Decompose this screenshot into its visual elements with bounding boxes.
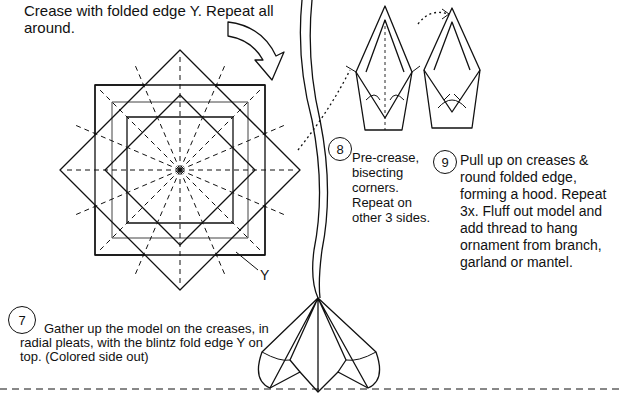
step-number-circle: 9: [433, 150, 457, 174]
instruction-note: Gather up the model on the creases, in r…: [20, 322, 286, 364]
instruction-note: Crease with folded edge Y. Repeat all ar…: [24, 2, 286, 36]
instruction-note: Pre-crease, bisecting corners. Repeat on…: [352, 150, 436, 225]
instruction-note: Pull up on creases & round folded edge, …: [460, 152, 615, 271]
step-number-circle: 8: [328, 137, 352, 161]
step-number: 9: [441, 156, 448, 169]
step-number-circle: 7: [8, 306, 36, 334]
step-number: 8: [336, 143, 343, 156]
edge-label: Y: [260, 268, 276, 283]
step-number: 7: [18, 314, 25, 327]
